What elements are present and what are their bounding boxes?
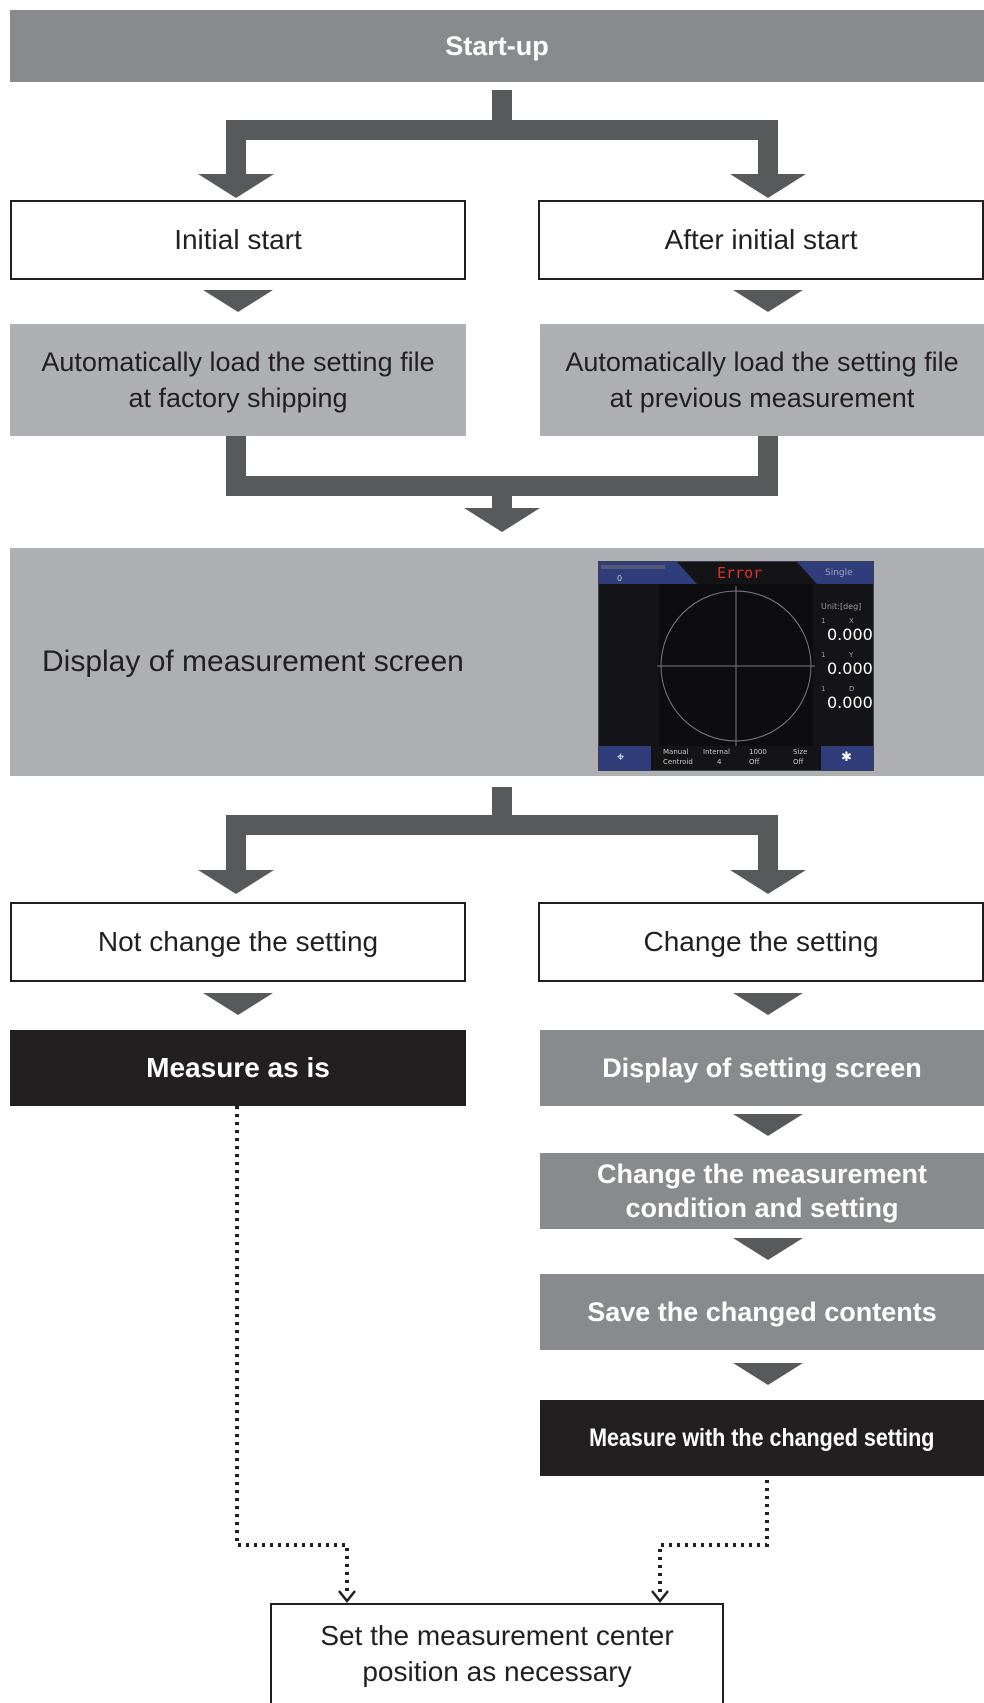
load-previous-line2: at previous measurement [609, 383, 915, 413]
axis-d-name: D [849, 685, 855, 693]
load-factory-line2: at factory shipping [128, 383, 348, 413]
change-box: Change the setting [538, 902, 984, 982]
footer-internal: Internal [703, 748, 730, 756]
set-center-line2: position as necessary [362, 1656, 632, 1687]
load-factory-line1: Automatically load the setting file [41, 347, 435, 377]
axis-y-channel: 1 [821, 651, 826, 659]
footer-size: Size [793, 748, 808, 756]
change-condition-line1: Change the measurement [596, 1159, 928, 1189]
crosshair-icon: ⌖ [617, 750, 625, 765]
measure-as-is-box: Measure as is [10, 1030, 466, 1106]
change-label: Change the setting [643, 926, 879, 957]
footer-count: 4 [717, 758, 722, 766]
startup-banner: Start-up [10, 10, 984, 82]
footer-manual: Manual [663, 748, 689, 756]
measurement-screen-label: Display of measurement screen [42, 645, 464, 678]
load-previous-box: Automatically load the setting file at p… [540, 324, 984, 436]
footer-off-2: Off [793, 758, 804, 766]
not-change-box: Not change the setting [10, 902, 466, 982]
after-initial-start-label: After initial start [664, 224, 858, 255]
screen-mode: Single [825, 568, 853, 578]
measure-changed-label: Measure with the changed setting [589, 1423, 935, 1452]
footer-exposure: 1000 [749, 748, 767, 756]
startup-label: Start-up [445, 30, 549, 61]
not-change-label: Not change the setting [97, 926, 379, 957]
axis-y-name: Y [849, 651, 854, 659]
axis-x-name: X [849, 617, 854, 625]
save-changed-label: Save the changed contents [587, 1297, 937, 1327]
change-condition-box: Change the measurement condition and set… [540, 1153, 984, 1229]
axis-y-value: 0.000 [827, 659, 873, 678]
footer-centroid: Centroid [663, 758, 693, 766]
screen-status: Error [717, 564, 763, 582]
measure-changed-box: Measure with the changed setting [540, 1400, 984, 1476]
display-setting-label: Display of setting screen [602, 1053, 922, 1083]
change-condition-line2: condition and setting [625, 1193, 899, 1223]
axis-x-value: 0.000 [827, 625, 873, 644]
axis-x-channel: 1 [821, 617, 826, 625]
set-center-box: Set the measurement center position as n… [270, 1603, 724, 1703]
after-initial-start-box: After initial start [538, 200, 984, 280]
load-factory-box: Automatically load the setting file at f… [10, 324, 466, 436]
screen-unit: Unit:[deg] [821, 602, 862, 611]
initial-start-label: Initial start [174, 224, 302, 255]
save-changed-box: Save the changed contents [540, 1274, 984, 1350]
axis-d-value: 0.000 [827, 693, 873, 712]
footer-off-1: Off [749, 758, 760, 766]
gear-icon: ✱ [841, 750, 852, 765]
display-setting-box: Display of setting screen [540, 1030, 984, 1106]
screen-counter: 0 [617, 574, 623, 583]
load-previous-line1: Automatically load the setting file [565, 347, 959, 377]
initial-start-box: Initial start [10, 200, 466, 280]
axis-d-channel: 1 [821, 685, 826, 693]
measurement-screen-thumbnail: 0 Error Single Unit:[deg] 1 X 0.000 1 Y … [598, 561, 874, 771]
measure-as-is-label: Measure as is [146, 1052, 330, 1083]
set-center-line1: Set the measurement center [320, 1620, 674, 1651]
